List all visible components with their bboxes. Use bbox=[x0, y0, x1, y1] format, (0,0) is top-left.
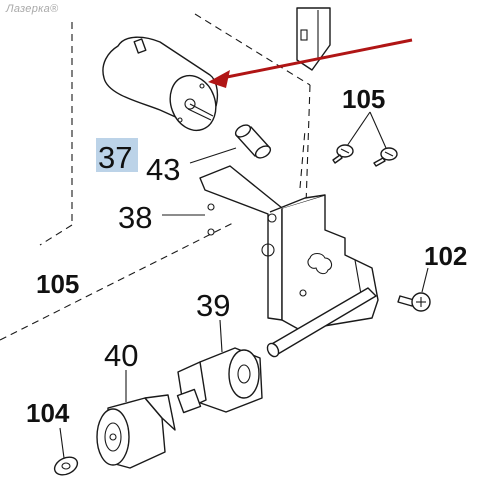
callout-102: 102 bbox=[424, 241, 467, 271]
washer-104 bbox=[53, 456, 79, 476]
pinion-gear-43 bbox=[234, 124, 272, 159]
red-arrow bbox=[208, 38, 413, 88]
watermark-logo: Лазерка® bbox=[6, 3, 59, 15]
callout-40: 40 bbox=[104, 338, 138, 373]
callout-43: 43 bbox=[146, 152, 180, 187]
leader-lines bbox=[59, 111, 429, 459]
screw-102 bbox=[397, 292, 431, 312]
screw-105-right bbox=[373, 147, 398, 167]
callout-37: 37 bbox=[98, 140, 132, 175]
highlight-37 bbox=[96, 138, 138, 172]
frame-lines bbox=[0, 13, 311, 341]
dc-motor-37 bbox=[102, 36, 219, 132]
callout-39: 39 bbox=[196, 288, 230, 323]
callout-104: 104 bbox=[26, 398, 70, 428]
callout-38: 38 bbox=[118, 200, 152, 235]
callout-105-left: 105 bbox=[36, 269, 79, 299]
gear-40 bbox=[96, 394, 176, 469]
gear-39 bbox=[176, 347, 263, 414]
callout-105-top: 105 bbox=[342, 84, 385, 114]
shaft-39 bbox=[266, 287, 377, 358]
screw-105-left bbox=[332, 144, 354, 164]
